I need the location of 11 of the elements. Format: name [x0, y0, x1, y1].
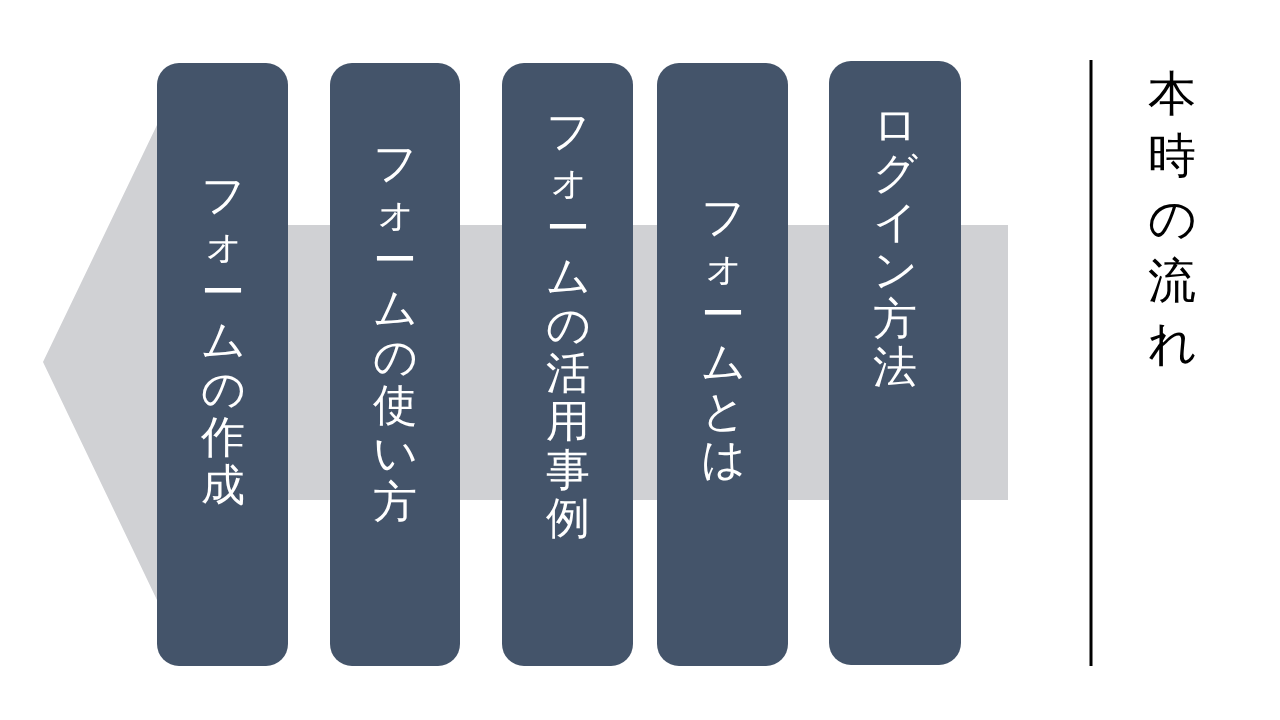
step-box	[330, 63, 460, 666]
step-box	[157, 63, 288, 666]
step-box	[502, 63, 633, 666]
step-label: フォームの使い方	[373, 139, 417, 527]
step-label: フォームの活用事例	[545, 107, 590, 543]
title: 本時の流れ	[1148, 64, 1196, 373]
step-label: フォームの作成	[200, 171, 245, 510]
step-box	[829, 61, 961, 665]
step-label: ログイン方法	[873, 101, 917, 392]
step-box	[657, 63, 788, 666]
step-label: フォームとは	[700, 193, 745, 484]
